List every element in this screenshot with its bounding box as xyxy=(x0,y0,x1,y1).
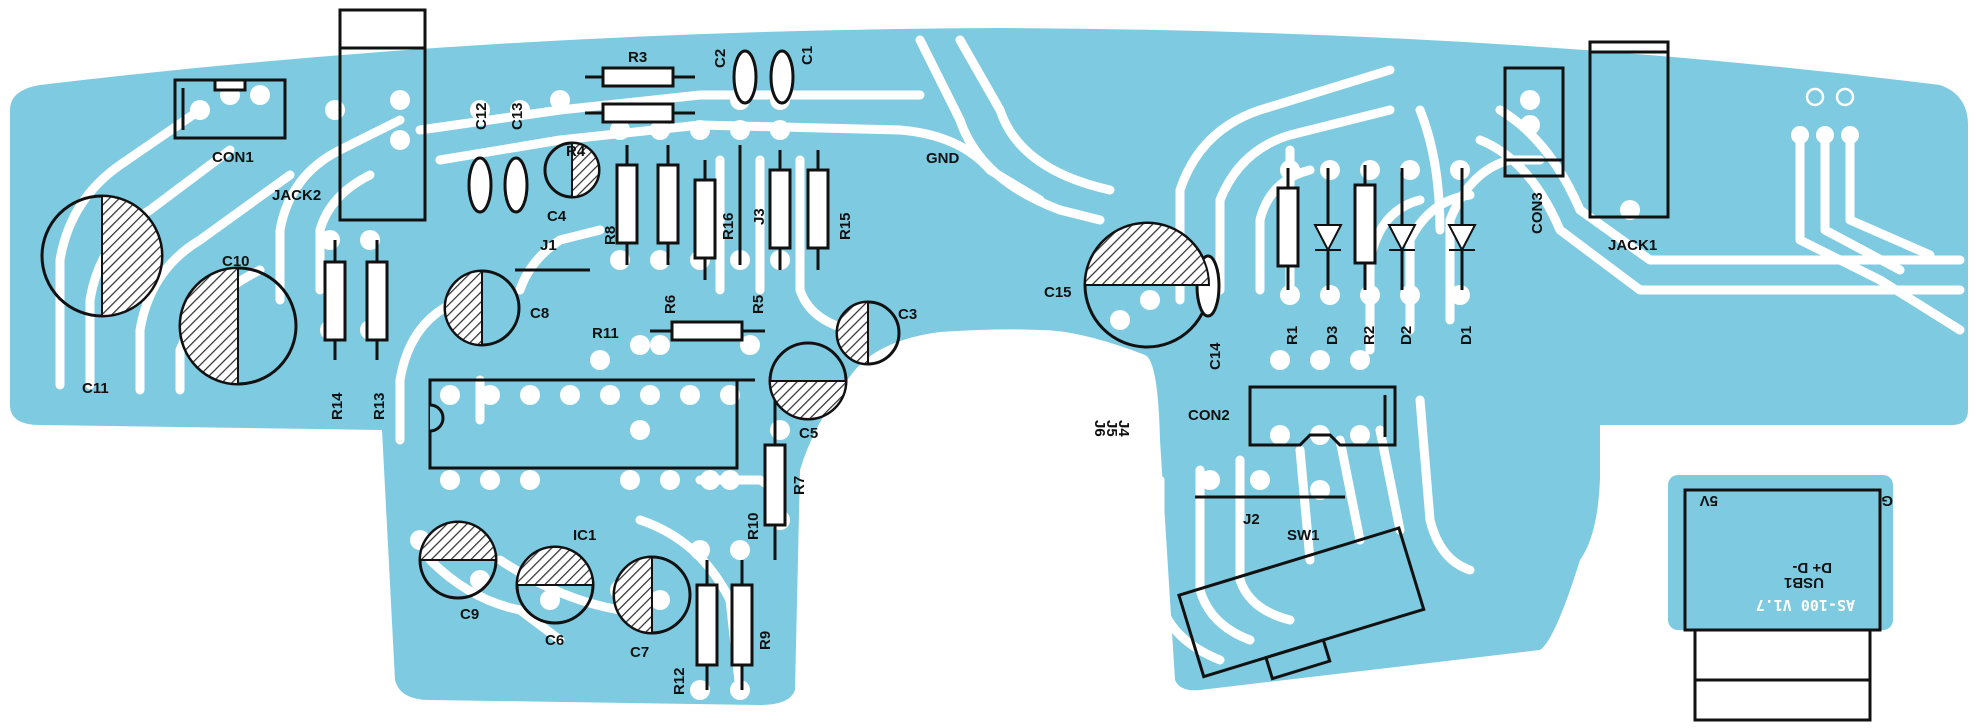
label-jack1: JACK1 xyxy=(1608,237,1657,254)
label-con1: CON1 xyxy=(212,149,254,166)
mounting-holes xyxy=(1805,87,1855,107)
label-r12: R12 xyxy=(671,667,688,695)
label-r11: R11 xyxy=(592,325,619,342)
label-r7: R7 xyxy=(791,476,808,495)
label-r16: R16 xyxy=(720,212,737,240)
label-jack2: JACK2 xyxy=(272,187,321,204)
label-c1: C1 xyxy=(799,46,816,65)
label-r5: R5 xyxy=(750,295,767,314)
label-c6: C6 xyxy=(545,632,564,649)
label-c15: C15 xyxy=(1044,284,1072,301)
component-labels: CON1 JACK2 C11 C10 R14 R13 C12 C13 C4 R4… xyxy=(82,46,1893,695)
label-c14: C14 xyxy=(1207,342,1224,370)
label-r8: R8 xyxy=(602,226,619,245)
label-d1: D1 xyxy=(1458,326,1475,345)
label-j1: J1 xyxy=(540,237,557,254)
label-c2: C2 xyxy=(712,49,729,68)
label-c8: C8 xyxy=(530,305,549,322)
label-ic1: IC1 xyxy=(573,527,596,544)
label-c7: C7 xyxy=(630,644,649,661)
label-j3: J3 xyxy=(751,208,768,225)
label-r14: R14 xyxy=(329,392,346,420)
label-c5: C5 xyxy=(799,425,818,442)
label-r6: R6 xyxy=(662,295,679,314)
label-gnd: GND xyxy=(926,150,960,167)
label-c13: C13 xyxy=(509,102,526,130)
label-sw1: SW1 xyxy=(1287,527,1320,544)
label-con2: CON2 xyxy=(1188,407,1230,424)
board-outline xyxy=(10,28,1968,705)
label-c9: C9 xyxy=(460,606,479,623)
label-usb-data: D+ D- xyxy=(1792,559,1832,576)
label-j2: J2 xyxy=(1243,511,1260,528)
label-c10: C10 xyxy=(222,253,250,270)
label-usb-name: USB1 xyxy=(1784,574,1824,591)
label-r2: R2 xyxy=(1361,326,1378,345)
label-r9: R9 xyxy=(757,631,774,650)
components xyxy=(40,8,1882,722)
label-r15: R15 xyxy=(837,212,854,240)
label-j5: J5 xyxy=(1103,420,1120,437)
label-usb-version: AS-100 V1.7 xyxy=(1756,596,1855,614)
label-c11: C11 xyxy=(82,380,109,397)
label-j6: J6 xyxy=(1091,420,1108,437)
label-d3: D3 xyxy=(1324,326,1341,345)
label-c12: C12 xyxy=(473,102,490,130)
hatched-fills xyxy=(101,141,1477,635)
label-c3: C3 xyxy=(898,306,917,323)
label-usb-5v: 5V xyxy=(1700,492,1718,509)
label-r3: R3 xyxy=(628,49,647,66)
label-r1: R1 xyxy=(1284,326,1301,345)
usb-island xyxy=(1668,475,1893,630)
label-j4: J4 xyxy=(1115,420,1132,437)
label-r10: R10 xyxy=(745,512,762,540)
label-r4: R4 xyxy=(566,143,586,160)
label-c4: C4 xyxy=(547,208,567,225)
label-r13: R13 xyxy=(371,392,388,420)
label-d2: D2 xyxy=(1398,326,1415,345)
label-con3: CON3 xyxy=(1529,192,1546,234)
label-usb-g: G xyxy=(1881,492,1893,509)
